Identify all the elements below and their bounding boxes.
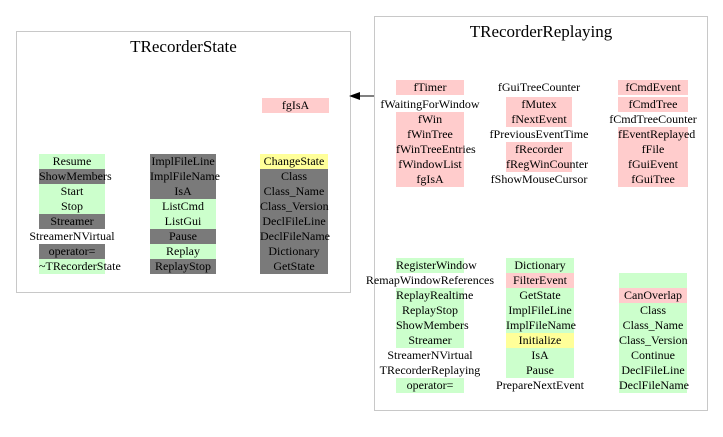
method-class-version[interactable]: Class_Version [619,333,688,348]
method-blank[interactable] [619,273,687,288]
method-implfileline[interactable]: ImplFileLine [506,303,574,318]
trecorderstate-title: TRecorderState [130,37,237,56]
method-implfilename[interactable]: ImplFileName [150,169,220,184]
method-remapwindowreferences[interactable]: RemapWindowReferences [365,273,495,287]
member-fguitree[interactable]: fGuiTree [618,172,688,187]
member-fcmdevent[interactable]: fCmdEvent [618,80,688,95]
method-pause[interactable]: Pause [506,363,574,378]
method-implfilename[interactable]: ImplFileName [506,318,576,333]
method-listcmd[interactable]: ListCmd [150,199,216,214]
member-fwintreeentries[interactable]: fWinTreeEntries [396,142,476,157]
method-isa[interactable]: IsA [150,184,216,199]
member-fmutex[interactable]: fMutex [506,97,572,112]
method-listgui[interactable]: ListGui [150,214,216,229]
method-declfilename[interactable]: DeclFileName [619,378,689,393]
member-fshowmousecursor[interactable]: fShowMouseCursor [490,172,588,186]
method-operator-assign[interactable]: operator= [39,244,105,259]
method-streamernvirtual[interactable]: StreamerNVirtual [29,229,115,243]
method-preparenextevent[interactable]: PrepareNextEvent [496,378,584,392]
method-replaystop[interactable]: ReplayStop [396,303,464,318]
method-start[interactable]: Start [39,184,105,199]
method-pause[interactable]: Pause [150,229,216,244]
method-implfileline[interactable]: ImplFileLine [150,154,216,169]
trecorderreplaying-class-box: TRecorderReplaying fTimer fWaitingForWin… [366,16,708,411]
method-declfileline[interactable]: DeclFileLine [260,214,328,229]
method-replay[interactable]: Replay [150,244,216,259]
method-streamer[interactable]: Streamer [396,333,464,348]
member-frecorder[interactable]: fRecorder [506,142,572,157]
member-fnextevent[interactable]: fNextEvent [506,112,572,127]
member-fguitreecounter[interactable]: fGuiTreeCounter [497,80,581,94]
method-operator-assign[interactable]: operator= [396,378,464,393]
method-filterevent[interactable]: FilterEvent [506,273,574,288]
member-fgisa[interactable]: fgIsA [396,172,464,187]
method-resume[interactable]: Resume [39,154,105,169]
method-changestate[interactable]: ChangeState [260,154,328,169]
method-getstate[interactable]: GetState [506,288,574,303]
method-declfileline[interactable]: DeclFileLine [619,363,687,378]
member-fcmdtreecounter[interactable]: fCmdTreeCounter [609,112,697,126]
method-replaystop[interactable]: ReplayStop [150,259,216,274]
method-constructor[interactable]: TRecorderReplaying [379,363,481,377]
method-streamernvirtual[interactable]: StreamerNVirtual [387,348,473,362]
member-ffile[interactable]: fFile [618,142,688,157]
method-continue[interactable]: Continue [619,348,687,363]
method-showmembers[interactable]: ShowMembers [39,169,112,184]
method-dictionary[interactable]: Dictionary [506,258,574,273]
member-fpreviouseventtime[interactable]: fPreviousEventTime [489,127,589,141]
method-registerwindow[interactable]: RegisterWindow [396,258,477,273]
trecorderreplaying-title: TRecorderReplaying [469,22,613,41]
method-dictionary[interactable]: Dictionary [260,244,328,259]
method-streamer[interactable]: Streamer [39,214,105,229]
method-class-name[interactable]: Class_Name [619,318,687,333]
method-getstate[interactable]: GetState [260,259,328,274]
method-initialize[interactable]: Initialize [506,333,574,348]
method-destructor[interactable]: ~TRecorderState [39,259,121,274]
method-isa[interactable]: IsA [506,348,574,363]
member-fregwincounter[interactable]: fRegWinCounter [506,157,589,172]
member-fwin[interactable]: fWin [396,112,464,127]
member-fgisa[interactable]: fgIsA [262,98,329,113]
member-fwindowlist[interactable]: fWindowList [396,157,464,172]
method-showmembers[interactable]: ShowMembers [396,318,469,333]
method-stop[interactable]: Stop [39,199,105,214]
trecorderstate-class-box: TRecorderState fgIsA Resume ShowMembers … [16,31,351,293]
method-replayrealtime[interactable]: ReplayRealtime [396,288,474,303]
method-class[interactable]: Class [260,169,328,184]
method-class-version[interactable]: Class_Version [260,199,329,214]
method-class[interactable]: Class [619,303,687,318]
method-canoverlap[interactable]: CanOverlap [619,288,687,303]
member-feventreplayed[interactable]: fEventReplayed [618,127,696,142]
member-fwintree[interactable]: fWinTree [396,127,464,142]
method-class-name[interactable]: Class_Name [260,184,328,199]
member-ftimer[interactable]: fTimer [396,80,464,95]
member-fwaitingforwindow[interactable]: fWaitingForWindow [380,97,480,111]
method-declfilename[interactable]: DeclFileName [260,229,330,244]
member-fcmdtree[interactable]: fCmdTree [618,97,688,112]
member-fguievent[interactable]: fGuiEvent [618,157,688,172]
